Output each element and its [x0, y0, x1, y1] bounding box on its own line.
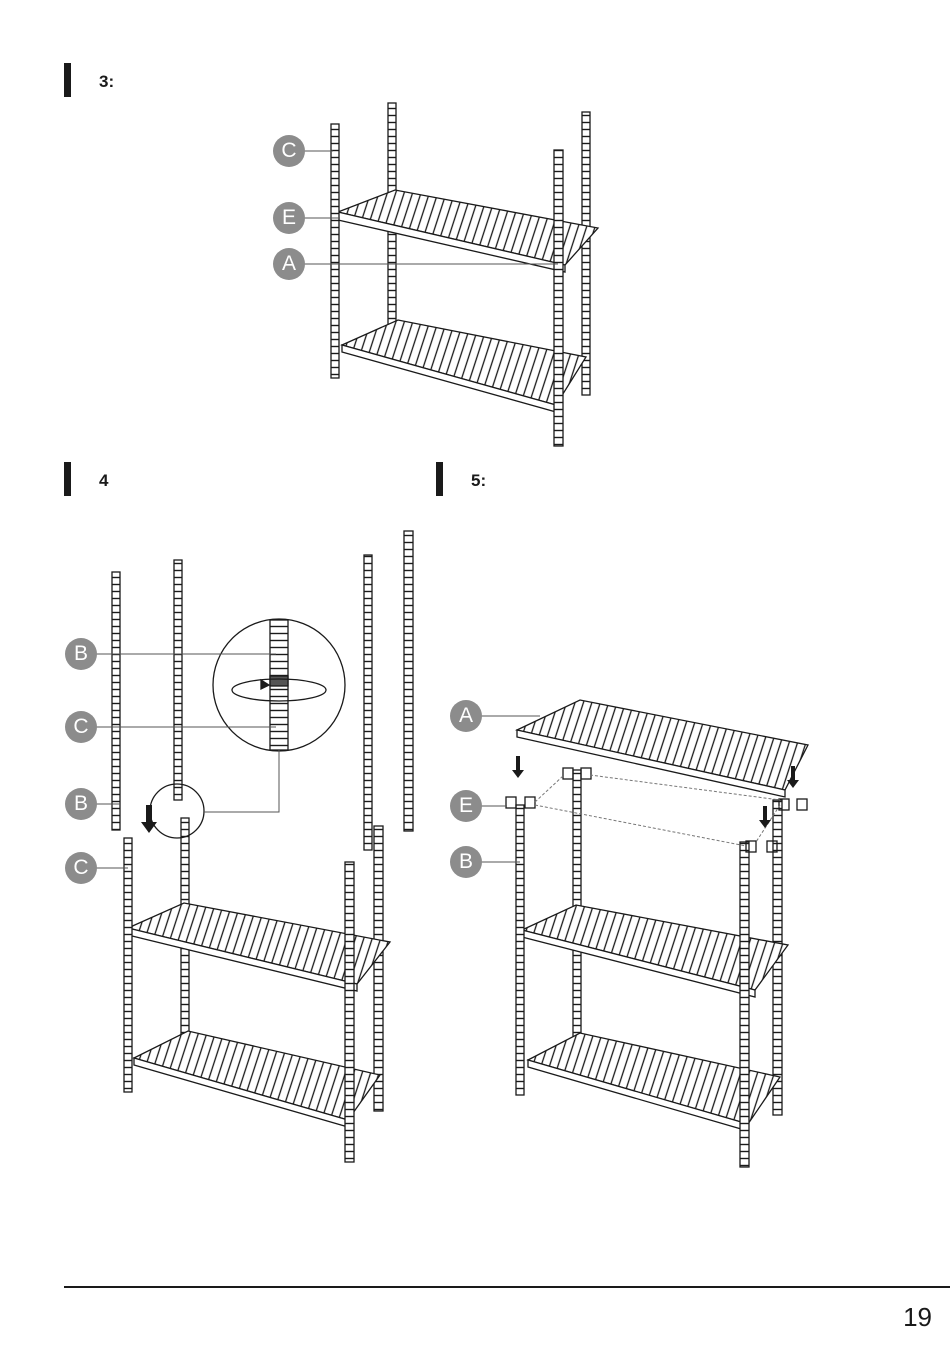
page-number: 19: [903, 1302, 932, 1333]
callout-b-step4-top: B: [65, 638, 97, 670]
callout-e-step5: E: [450, 790, 482, 822]
down-arrow-icon: [141, 805, 157, 833]
step-4-shelf-unit: [112, 531, 413, 1162]
callout-b-step5: B: [450, 846, 482, 878]
callout-a-step3: A: [273, 248, 305, 280]
callout-c-step4-bottom: C: [65, 852, 97, 884]
down-arrow-icon: [759, 806, 771, 828]
callout-b-step4-bottom: B: [65, 788, 97, 820]
footer-rule: [64, 1286, 950, 1288]
callout-e-step3: E: [273, 202, 305, 234]
callout-a-step5: A: [450, 700, 482, 732]
callout-c-step4-top: C: [65, 711, 97, 743]
step-5-shelf-unit: [506, 700, 808, 1167]
down-arrow-icon: [512, 756, 524, 778]
step-3-shelf-unit: [331, 103, 598, 446]
callout-c-step3: C: [273, 135, 305, 167]
